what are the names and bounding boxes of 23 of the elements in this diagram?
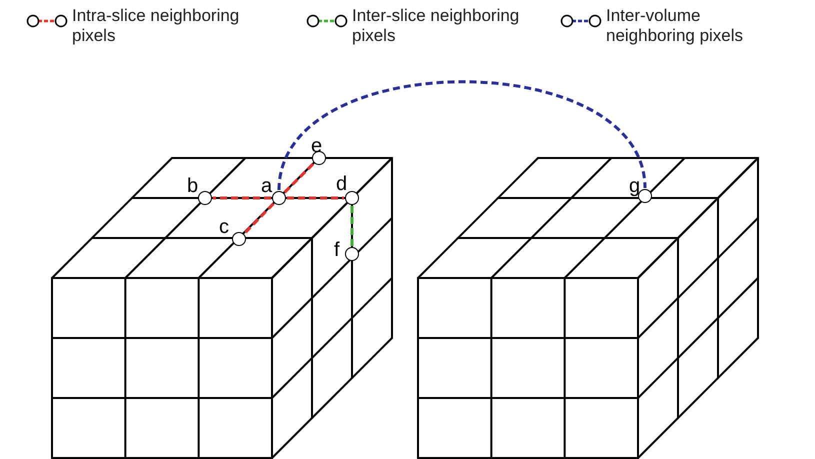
point-label: a [261,176,272,196]
dashed-connector [213,196,271,200]
point-label: e [311,136,322,156]
point-label: b [187,176,198,196]
legend-text: Intra-slice neighboring pixels [72,6,240,46]
legend-text: Inter-volume neighboring pixels [606,6,744,46]
dashed-connector [244,202,274,234]
pixel-circle [198,190,212,204]
point-label: d [336,174,348,194]
dashed-connector [278,80,646,190]
pixel-circle [344,246,358,260]
point-label: c [219,217,229,237]
point-label: f [334,240,340,260]
pixel-circle [312,150,326,164]
dashed-connector [287,196,344,200]
pixel-circle [272,190,286,204]
pixel-circle [344,190,358,204]
pixel-circle [232,232,246,246]
point-label: g [629,176,640,196]
legend-text: Inter-slice neighboring pixels [352,6,520,46]
dashed-connector [350,206,354,246]
dashed-connector [284,162,314,194]
pixel-circle [638,188,652,202]
